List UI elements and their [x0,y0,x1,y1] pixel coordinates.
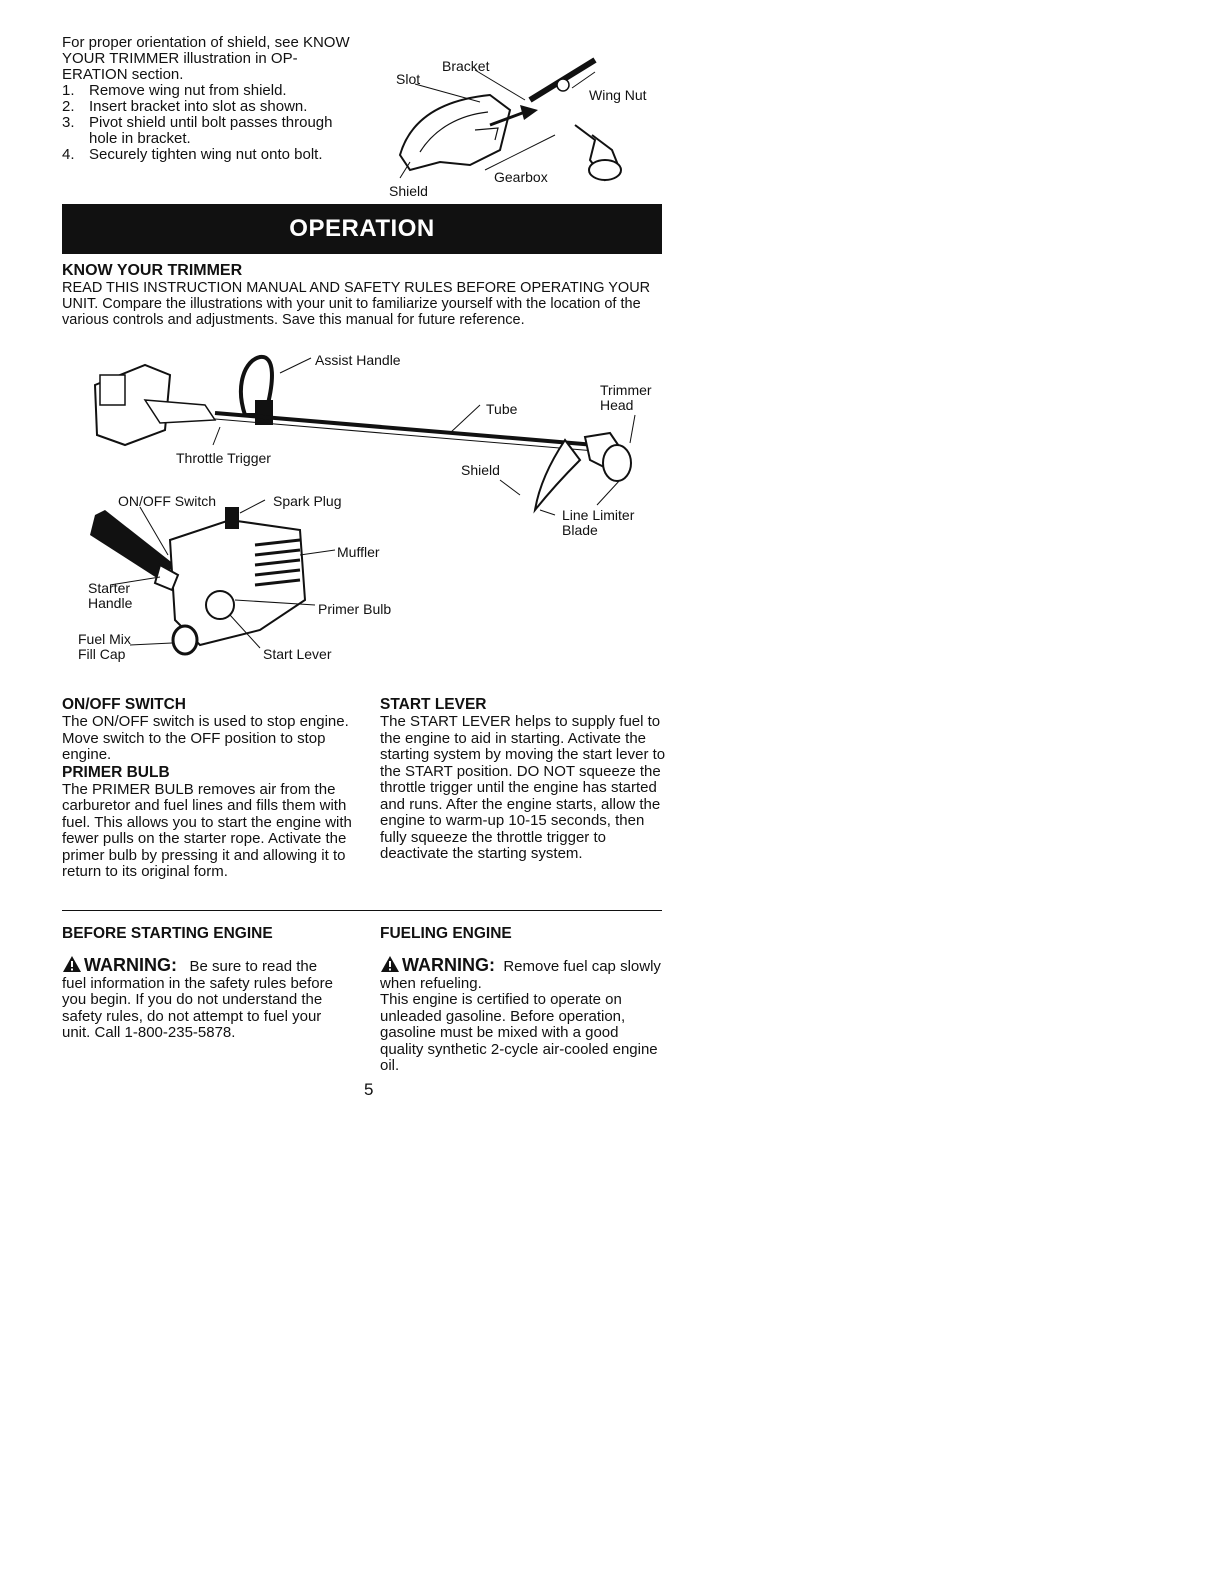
starter-handle-shape [153,563,180,592]
wing-nut-shape [556,78,570,92]
assist-handle-label: Assist Handle [315,352,401,368]
know-heading: KNOW YOUR TRIMMER [62,262,243,279]
operation-banner: OPERATION [62,204,662,254]
know-body: READ THIS INSTRUCTION MANUAL AND SAFETY … [62,280,651,328]
fueling-warning: WARNING: Remove fuel cap slowly when ref… [380,955,665,992]
warning-word: WARNING: [402,955,495,975]
shield-shape [398,93,512,172]
tube-label: Tube [486,401,518,417]
fuel-cap-label-1: Fuel Mix [78,631,131,647]
shield-label: Shield [389,183,428,199]
start-lever-label: Start Lever [263,646,332,662]
wing-nut-label: Wing Nut [589,87,647,103]
engine-figure [90,499,336,656]
gearbox-label: Gearbox [494,169,548,185]
primer-body: The PRIMER BULB removes air from the car… [62,780,352,880]
fueling-body-2: This engine is certified to operate on u… [380,991,658,1074]
shield-installation-figure [398,57,622,182]
banner-title: OPERATION [289,215,435,242]
onoff-switch-label: ON/OFF Switch [118,493,217,509]
primer-heading: PRIMER BULB [62,763,170,781]
steps-list: 1.Remove wing nut from shield. 2.Insert … [62,83,352,163]
fueling-body-1: Remove fuel cap slowly when refueling. [380,958,661,992]
warning-icon [381,956,399,972]
trimmer-figure [93,354,636,516]
primer-bulb-label: Primer Bulb [318,601,392,617]
start-lever-heading: START LEVER [380,696,487,713]
onoff-body: The ON/OFF switch is used to stop engine… [62,713,349,763]
list-item: 3.Pivot shield until bolt passes through… [62,114,333,147]
trimmer-head-label-1: Trimmer [600,382,652,398]
right-column: START LEVER The START LEVER helps to sup… [380,696,670,863]
list-item: 2.Insert bracket into slot as shown. [62,98,308,115]
line-limiter-label-2: Blade [562,522,598,538]
muffler-shape [254,538,301,587]
trimmer-head-label-2: Head [600,397,634,413]
before-heading: BEFORE STARTING ENGINE [62,925,273,942]
engine-body-shape [168,518,307,647]
intro-block: For proper orientation of shield, see KN… [62,35,352,163]
list-item: 4.Securely tighten wing nut onto bolt. [62,146,323,163]
onoff-heading: ON/OFF SWITCH [62,696,186,713]
left-column: ON/OFF SWITCH The ON/OFF switch is used … [62,696,352,881]
before-warning: WARNING: Be sure to read the fuel inform… [62,955,342,1042]
primer-bulb-shape [205,590,235,620]
spark-plug-shape [225,507,239,529]
rear-handle-shape [90,510,175,580]
head-shield-shape [533,438,582,514]
fuel-cap-shape [171,624,199,656]
before-body: Be sure to read the fuel information in … [62,958,333,1041]
slot-label: Slot [396,71,421,87]
intro-text: For proper orientation of shield, see KN… [62,34,350,83]
section-divider [62,910,662,911]
bracket-label: Bracket [442,58,490,74]
throttle-trigger-label: Throttle Trigger [176,450,271,466]
shield-label: Shield [461,462,500,478]
fueling-heading: FUELING ENGINE [380,925,512,942]
before-starting-block: BEFORE STARTING ENGINE WARNING: Be sure … [62,925,342,1042]
trimmer-head-shape [602,444,632,482]
muffler-label: Muffler [337,544,380,560]
page-number: 5 [364,1080,374,1099]
warning-word: WARNING: [84,955,177,975]
fueling-block: FUELING ENGINE WARNING: Remove fuel cap … [380,925,665,1075]
start-lever-body: The START LEVER helps to supply fuel to … [380,713,666,862]
tube-shape [214,411,596,447]
line-limiter-label-1: Line Limiter [562,507,635,523]
warning-icon [63,956,81,972]
list-item: 1.Remove wing nut from shield. [62,82,287,99]
starter-handle-label-2: Handle [88,595,133,611]
fuel-cap-label-2: Fill Cap [78,646,126,662]
starter-handle-label-1: Starter [88,580,131,596]
spark-plug-label: Spark Plug [273,493,342,509]
